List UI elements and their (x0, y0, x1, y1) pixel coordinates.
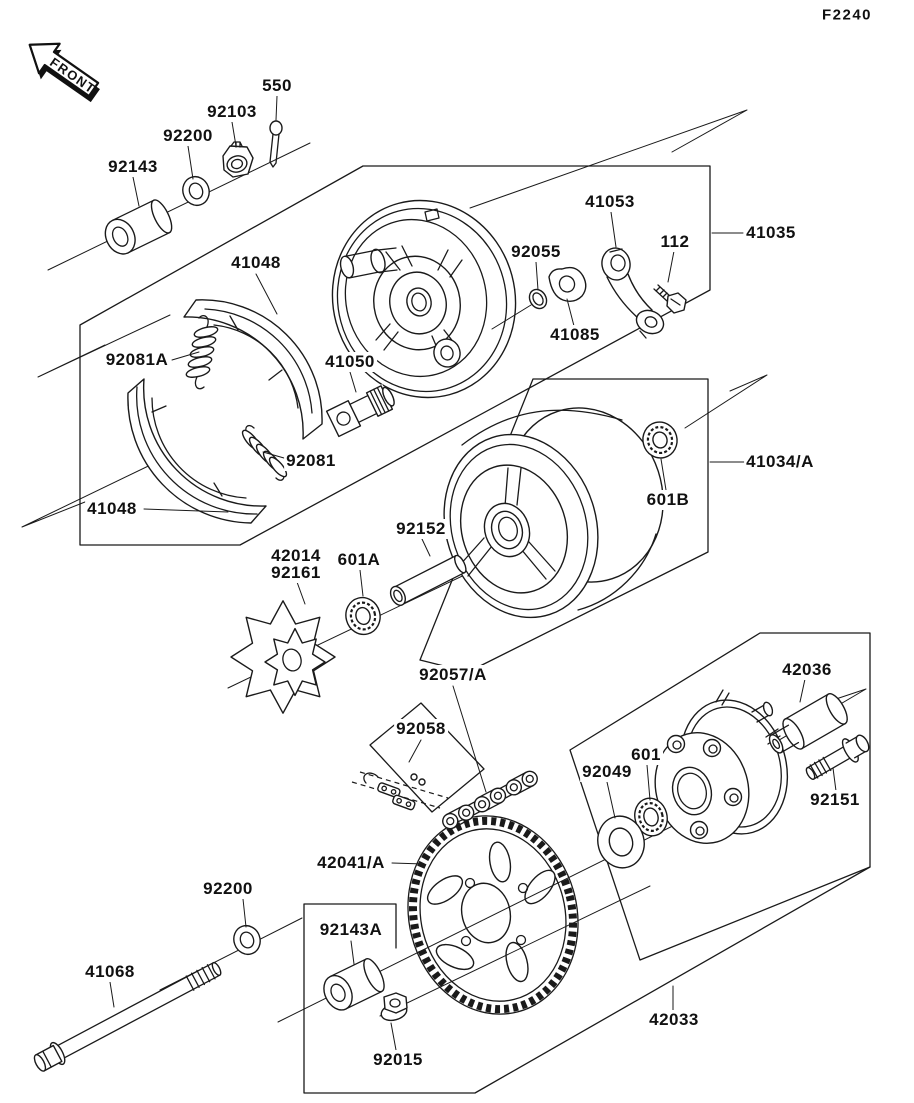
part-label-601b: 601B (644, 490, 692, 510)
part-label-92057-a: 92057/A (417, 665, 489, 685)
part-label-41048-bottom: 41048 (85, 499, 139, 519)
oring-92055 (491, 288, 548, 330)
coupling-bolt-92151 (805, 734, 870, 780)
part-label-41034-a: 41034/A (744, 452, 816, 472)
part-label-41085: 41085 (548, 325, 602, 345)
lever-bolt-112 (653, 284, 687, 314)
frame-41035-box (79, 165, 711, 546)
part-label-92152: 92152 (394, 519, 448, 539)
coupling-damper-42014 (230, 600, 336, 714)
part-label-92103: 92103 (205, 102, 259, 122)
brake-camshaft-41050 (325, 384, 395, 438)
bearing-601 (634, 797, 668, 837)
part-label-42041-a: 42041/A (315, 853, 387, 873)
brake-shoe-upper (183, 299, 323, 440)
part-label-92081: 92081 (284, 451, 338, 471)
axle-nut-92015 (380, 992, 408, 1022)
part-label-41048-top: 41048 (229, 253, 283, 273)
return-spring-upper-92081a (185, 314, 219, 390)
castle-nut-92103 (222, 141, 254, 178)
frame-42033-box (303, 866, 871, 1094)
part-label-42036: 42036 (780, 660, 834, 680)
grease-seal-92049 (597, 815, 645, 869)
drive-chain-92057 (351, 770, 538, 830)
part-label-42014: 42014 (269, 546, 323, 566)
indicator-plate-41085 (548, 266, 587, 303)
coupling-hub (654, 689, 789, 845)
return-spring-lower-92081 (241, 424, 288, 481)
part-label-41050: 41050 (323, 352, 377, 372)
part-label-601: 601 (629, 745, 663, 765)
front-arrow: FRONT (28, 42, 100, 103)
bearing-601a (345, 596, 381, 636)
rear-axle-41068 (33, 961, 222, 1072)
wheel-41034 (443, 407, 664, 619)
part-label-92055: 92055 (509, 242, 563, 262)
part-label-92151: 92151 (808, 790, 862, 810)
part-label-41035: 41035 (744, 223, 798, 243)
part-label-92143a: 92143A (317, 920, 385, 940)
leader-lines (109, 95, 837, 1051)
figure-code: F2240 (821, 6, 873, 24)
cotter-pin-550 (269, 120, 283, 168)
chain-joint-kit-92058 (363, 772, 426, 811)
frame-41034-box (419, 378, 709, 673)
part-label-41053: 41053 (583, 192, 637, 212)
part-label-92058: 92058 (394, 719, 448, 739)
part-label-550: 550 (260, 76, 294, 96)
part-label-41068: 41068 (83, 962, 137, 982)
brake-shoe-lower (127, 378, 267, 524)
sprocket-collar-92143a (323, 958, 385, 1011)
spacer-42036 (768, 693, 848, 754)
frame-coupling-box (569, 632, 871, 961)
part-label-112: 112 (658, 232, 692, 252)
part-label-92015: 92015 (371, 1050, 425, 1070)
part-label-92143-top: 92143 (106, 157, 160, 177)
brake-lever (601, 247, 665, 339)
part-label-92081a: 92081A (103, 350, 171, 370)
axle-collar-92143 (104, 199, 173, 255)
washer-92200-top (182, 175, 210, 207)
secondary-centerline (379, 885, 651, 1017)
part-label-601a: 601A (335, 550, 383, 570)
part-label-92049: 92049 (580, 762, 634, 782)
frame-92058-box (369, 702, 485, 813)
part-label-92200-top: 92200 (161, 126, 215, 146)
axle-sleeve-92152 (389, 554, 467, 606)
bearing-601b (642, 421, 678, 459)
brake-panel (331, 199, 517, 399)
part-label-92161: 92161 (269, 563, 323, 583)
washer-92200-bottom (233, 924, 261, 956)
part-label-42033: 42033 (647, 1010, 701, 1030)
part-label-92200-bottom: 92200 (201, 879, 255, 899)
